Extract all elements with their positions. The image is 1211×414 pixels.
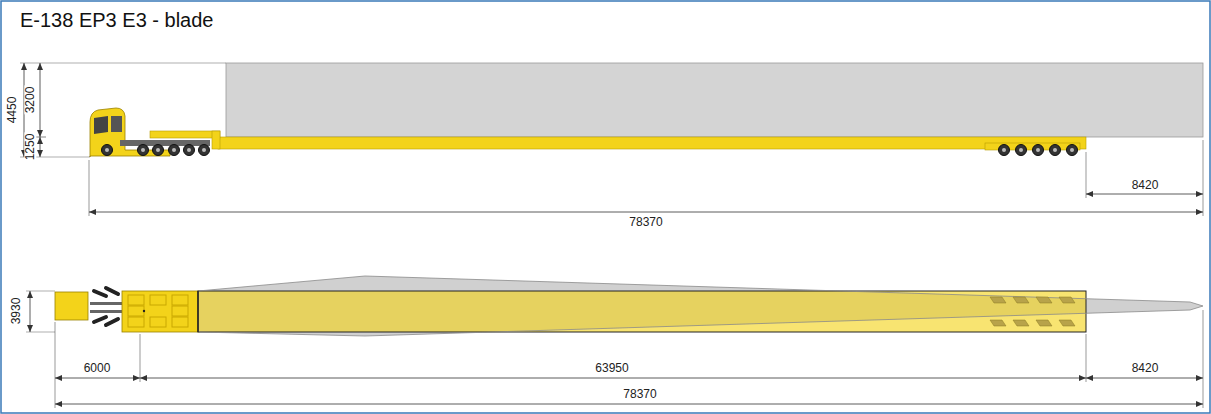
dimension-label: 4450	[6, 96, 18, 125]
dimension-label: 8420	[1130, 362, 1161, 374]
drawing-title: E-138 EP3 E3 - blade	[20, 9, 213, 31]
dimension-label: 3200	[24, 86, 36, 115]
dimension-label: 78370	[621, 388, 658, 400]
dimension-label: 6000	[82, 362, 113, 374]
dimension-label: 8420	[1130, 179, 1161, 191]
dimension-label: 3930	[10, 297, 22, 326]
dimension-label: 78370	[627, 216, 664, 228]
dimension-label: 1250	[24, 133, 36, 162]
dimension-label: 63950	[593, 362, 630, 374]
